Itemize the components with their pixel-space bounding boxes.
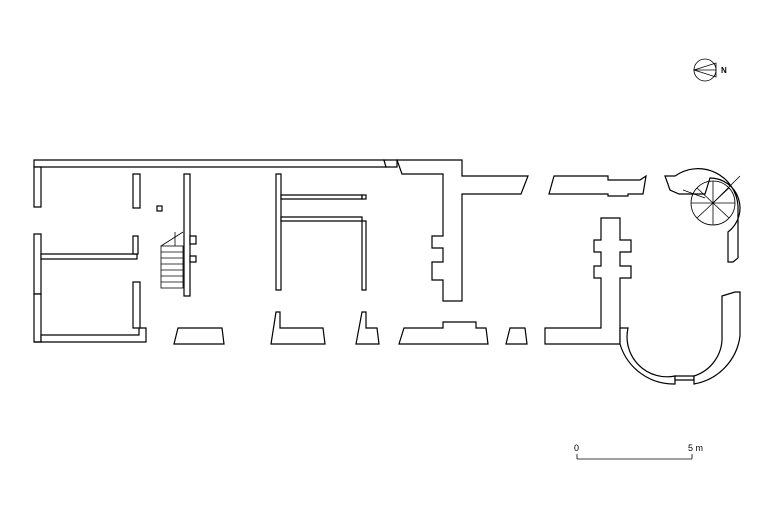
east-building <box>505 168 741 385</box>
scale-bar <box>576 454 693 460</box>
central-building <box>383 159 529 345</box>
north-label: N <box>721 66 727 75</box>
west-building <box>33 159 387 345</box>
scale-start-label: 0 <box>574 443 579 453</box>
staircase-icon <box>160 231 184 289</box>
north-arrow-icon <box>692 58 717 82</box>
spiral-stair-icon <box>682 175 741 226</box>
scale-end-label: 5 m <box>688 443 703 453</box>
